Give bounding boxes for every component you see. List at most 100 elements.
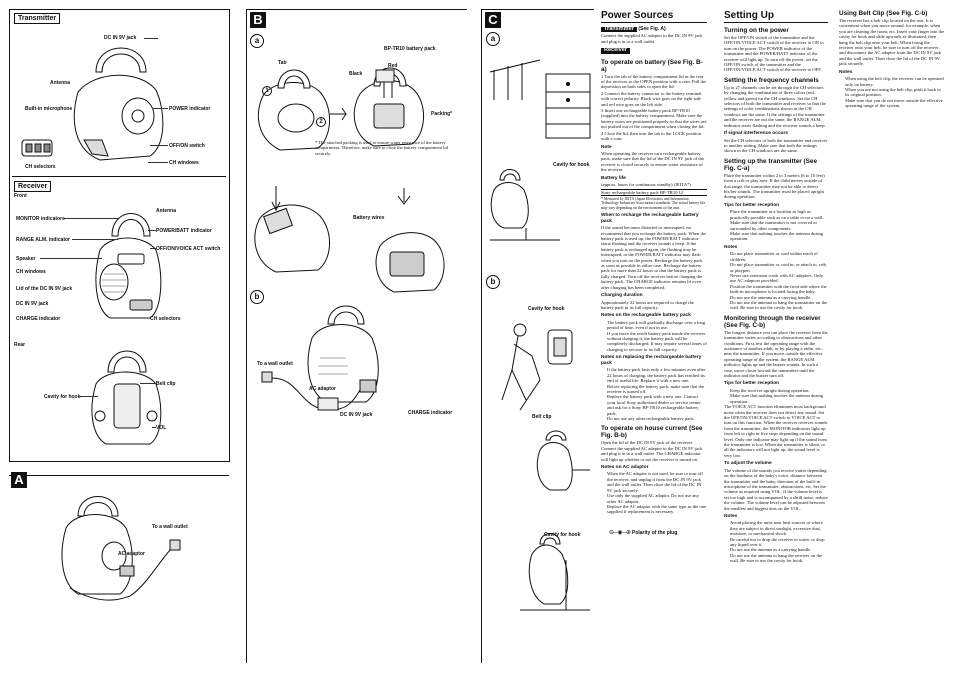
rx-label-power-batt: POWER/BATT indicator: [156, 228, 212, 234]
tip2-2: Make sure that nothing touches the anten…: [730, 393, 828, 404]
step-1: 1 Turn the tab of the battery compartmen…: [601, 73, 707, 90]
bb-label-wall-outlet: To a wall outlet: [257, 361, 293, 367]
battery-life-row: Sony rechargeable battery pack BP-TR10 1…: [601, 188, 707, 196]
transmitter-body: Connect the supplied AC adaptor to the D…: [601, 33, 703, 44]
power-sources-title: Power Sources: [601, 10, 707, 23]
setting-up-title: Setting Up: [724, 10, 828, 23]
b-label-packing: Packing*: [431, 111, 453, 117]
belt-note-1: When using the belt clip, the receiver c…: [845, 76, 945, 87]
rear-label-belt-clip: Belt clip: [156, 381, 176, 387]
tip-2: Make sure that the transmitter is not co…: [730, 220, 828, 231]
note-4: Position the transmitter with the front …: [730, 284, 828, 295]
tips2-heading: Tips for better reception: [724, 381, 780, 387]
panel-a-rule: [9, 475, 229, 476]
duration-heading: Charging duration: [601, 293, 643, 299]
panel-a-ac-adaptor: AC adaptor: [118, 551, 145, 557]
setup-heading: Setting up the transmitter (See Fig. C-a…: [724, 157, 818, 172]
notes-rb-heading: Notes on the rechargeable battery pack: [601, 313, 691, 319]
battery-life-heading: Battery life: [601, 175, 626, 181]
notes-rb-2: If you leave the result battery pack ins…: [607, 331, 707, 353]
note-3: Never use extension cords with AC adapto…: [730, 273, 828, 284]
tx-label-antenna: Antenna: [50, 80, 70, 86]
belt-clip-heading: Using Belt Clip (See Fig. C-b): [839, 10, 928, 17]
setup-body: Place the transmitter within 2 to 3 mete…: [724, 172, 825, 200]
tip-1: Place the transmitter at a location as h…: [730, 209, 828, 220]
b-label-battery-pack: BP-TR10 battery pack: [384, 46, 436, 52]
freq-body: Up to 27 channels can be set through the…: [724, 84, 826, 128]
power-sources-column: Power Sources Transmitter (See Fig. A) C…: [601, 10, 707, 530]
tx-label-microphone: Built-in microphone: [25, 106, 73, 112]
rear-label-cavity: Cavity for hook: [44, 394, 81, 400]
monitor-body: The longest distance you can place the r…: [724, 329, 828, 378]
notes-rp-3: Replace the battery pack with a new one.…: [607, 394, 707, 416]
polarity-icon: ⊖–◉–⊕: [609, 530, 631, 536]
step-2: 2 Connect the battery connector to the b…: [601, 90, 702, 107]
tx-label-ch-selectors: CH selectors: [25, 164, 56, 170]
tx-label-power-indicator: POWER indicator: [169, 106, 211, 112]
rx-label-range-alm: RANGE ALM. indicator: [16, 237, 70, 243]
battery-life-sub: (approx. hours for continuous standby) (…: [601, 182, 691, 188]
panel-b-sub-b: b: [250, 290, 264, 304]
c-label-cavity-3: Cavity for hook: [544, 532, 581, 538]
belt-clip-body: The receiver has a belt clip located on …: [839, 18, 945, 67]
transmitter-tag: Transmitter: [14, 13, 61, 24]
belt-clip-column: Using Belt Clip (See Fig. C-b) The recei…: [839, 10, 945, 150]
volume-heading: To adjust the volume: [724, 461, 772, 467]
monitor-heading: Monitoring through the receiver (See Fig…: [724, 314, 821, 329]
note-1: Do not place transmitter or cord within …: [730, 251, 828, 262]
battery-heading: To operate on battery (See Fig. B-a): [601, 58, 703, 73]
belt-note-3: Make sure that you do not move outside t…: [845, 98, 945, 109]
turn-on-body: Set the OFF/ON switch of the transmitter…: [724, 35, 824, 73]
b-label-tab: Tab: [278, 60, 287, 66]
rear-label-vol: VOL: [156, 425, 167, 431]
note2-3: Do not use the antenna as a carrying han…: [730, 547, 828, 552]
step-4: 4 Close the lid, then turn the tab to th…: [601, 130, 702, 142]
ac-note-2: Use only the supplied AC adaptor. Do not…: [607, 493, 707, 504]
panel-b-border: [246, 9, 467, 664]
rx-label-lid-dc: Lid of the DC IN 9V jack: [16, 286, 73, 292]
notes-rp-4: Do not use any other rechargeable batter…: [607, 416, 707, 421]
b-label-battery-wires: Battery wires: [353, 215, 385, 221]
interference-body: Set the CH selectors of both the transmi…: [724, 137, 828, 154]
ac-notes-heading: Notes on AC adaptor: [601, 464, 649, 470]
b-step-1: 1: [262, 86, 272, 96]
tips-heading: Tips for better reception: [724, 202, 780, 208]
note-body: When operating the receiver on a recharg…: [601, 151, 704, 173]
note-5: Do not use the antenna as a carrying han…: [730, 295, 828, 300]
front-label: Front: [14, 193, 27, 199]
rear-label: Rear: [14, 342, 26, 348]
step-3: 3 Insert one rechargeable battery pack B…: [601, 108, 707, 130]
ac-note-1: When the AC adaptor is not used, be sure…: [607, 471, 707, 493]
panel-a-wall-outlet: To a wall outlet: [152, 524, 188, 530]
belt-notes-heading: Notes: [839, 69, 853, 75]
note2-1: Avoid placing the units near heat source…: [730, 520, 828, 536]
panel-c-sub-b: b: [486, 275, 500, 289]
tip2-1: Keep the receiver upright during operati…: [730, 388, 828, 393]
note-6: Do not use the antenna to hang the trans…: [730, 300, 828, 311]
rx-label-monitor: MONITOR indicators: [16, 216, 65, 222]
notes-rp-1: If the battery pack lasts only a few min…: [607, 367, 707, 383]
panel-c-left-edge: [481, 9, 482, 663]
recharge-body: If the sound becomes distorted or interr…: [601, 225, 707, 290]
tx-label-dc-in: DC IN 9V jack: [104, 35, 137, 41]
b-label-red: Red: [388, 63, 398, 69]
b-label-black: Black: [349, 71, 363, 77]
ac-note-3: Replace the AC adaptor with the same typ…: [607, 504, 707, 515]
transmitter-heading: Transmitter: [601, 26, 637, 33]
rx-label-antenna: Antenna: [156, 208, 176, 214]
left-divider: [12, 176, 226, 177]
panel-c-letter: C: [485, 12, 501, 28]
panel-a-letter: A: [11, 472, 27, 488]
transmitter-ref: (See Fig. A): [636, 26, 666, 32]
bb-label-charge: CHARGE indicator: [408, 410, 453, 416]
recharge-heading: When to recharge the rechargeable batter…: [601, 213, 699, 224]
note-2: Do not place transmitter or cord in, or …: [730, 262, 828, 273]
panel-b-letter: B: [250, 12, 266, 28]
notes-rb-1: The battery pack will gradually discharg…: [607, 320, 707, 331]
note2-4: Do not use the antenna to hang the recei…: [730, 553, 828, 564]
